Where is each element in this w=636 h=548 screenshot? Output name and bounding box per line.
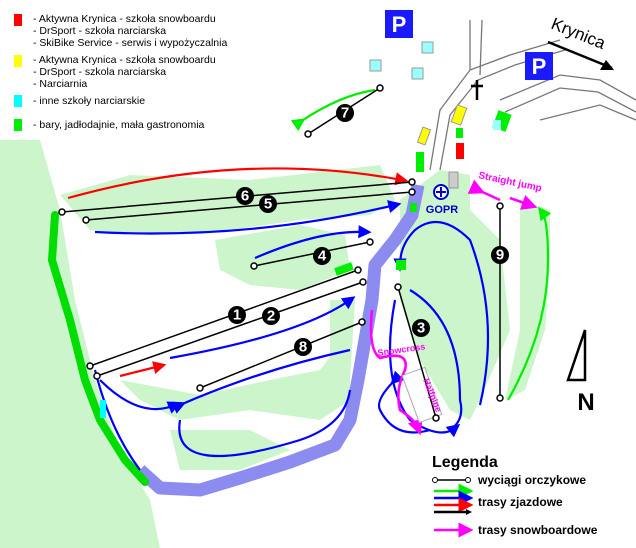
svg-text:- Narciarnia: - Narciarnia bbox=[33, 78, 87, 90]
svg-text:- SkiBike Service - serwis i w: - SkiBike Service - serwis i wypożyczaln… bbox=[33, 37, 227, 49]
parking-sign: P bbox=[525, 52, 553, 80]
lift-number: 8 bbox=[299, 339, 307, 356]
snowcross-run bbox=[369, 309, 423, 436]
lift-9-badge[interactable]: 9 bbox=[491, 246, 509, 264]
lift-number: 5 bbox=[264, 196, 272, 213]
run-blue bbox=[94, 200, 402, 235]
arrow-icon bbox=[547, 40, 613, 70]
forest-edge bbox=[47, 211, 149, 486]
lift-1-badge[interactable]: 1 bbox=[228, 306, 246, 324]
run-blue bbox=[178, 389, 352, 458]
svg-text:N: N bbox=[577, 389, 594, 416]
lift-5-badge[interactable]: 5 bbox=[259, 195, 277, 213]
lift-8-badge[interactable]: 8 bbox=[294, 338, 312, 356]
straight-jump bbox=[467, 179, 501, 202]
lift-number: 6 bbox=[241, 188, 249, 205]
run-red bbox=[67, 167, 409, 200]
lift-6-badge[interactable]: 6 bbox=[236, 187, 254, 205]
gopr-rescue: GOPR bbox=[426, 184, 458, 216]
lift-number: 7 bbox=[341, 105, 349, 122]
run-blue bbox=[99, 379, 182, 414]
poi-markers bbox=[100, 41, 512, 418]
north-compass: N bbox=[566, 329, 595, 416]
lift-number: 4 bbox=[318, 248, 327, 265]
legend-title: Legenda bbox=[432, 454, 498, 471]
svg-text:trasy snowboardowe: trasy snowboardowe bbox=[478, 523, 598, 537]
run-green bbox=[290, 88, 376, 132]
lift-2-badge[interactable]: 2 bbox=[262, 307, 280, 325]
run-blue bbox=[169, 296, 356, 360]
parking-sign: P bbox=[385, 10, 413, 38]
map-legend: Legenda wyciągi orczykowe trasy zjazdowe… bbox=[432, 454, 598, 538]
svg-text:- bary, jadłodajnie, mała gast: - bary, jadłodajnie, mała gastronomia bbox=[33, 119, 205, 131]
run-red-short bbox=[119, 361, 167, 378]
lift-7-badge[interactable]: 7 bbox=[336, 104, 354, 122]
run-blue bbox=[409, 289, 463, 431]
run-blue bbox=[254, 225, 372, 260]
church-cross-icon bbox=[471, 80, 483, 100]
svg-text:wyciągi orczykowe: wyciągi orczykowe bbox=[477, 473, 586, 487]
svg-text:- DrSport - szkoła narciarska: - DrSport - szkoła narciarska bbox=[33, 25, 166, 37]
svg-text:- DrSport - szkola narciarska: - DrSport - szkola narciarska bbox=[33, 66, 166, 78]
run-blue bbox=[93, 369, 141, 471]
lift-number: 2 bbox=[267, 308, 275, 325]
lift-number: 9 bbox=[496, 247, 504, 264]
halfpipe-area bbox=[401, 366, 443, 424]
lift-number: 1 bbox=[233, 307, 241, 324]
poi-legend: - Aktywna Krynica - szkoła snowboardu - … bbox=[14, 13, 227, 131]
svg-text:- Aktywna Krynica - szkoła sno: - Aktywna Krynica - szkoła snowboardu bbox=[33, 13, 216, 25]
svg-text:- Aktywna Krynica - szkoła sno: - Aktywna Krynica - szkoła snowboardu bbox=[33, 54, 216, 66]
svg-text:P: P bbox=[392, 12, 407, 37]
lift-4-badge[interactable]: 4 bbox=[313, 247, 331, 265]
ski-runs bbox=[67, 88, 552, 471]
straight-jump bbox=[509, 195, 538, 210]
run-blue bbox=[393, 220, 490, 406]
svg-text:GOPR: GOPR bbox=[426, 204, 458, 216]
svg-text:trasy zjazdowe: trasy zjazdowe bbox=[478, 495, 563, 509]
run-green bbox=[507, 206, 552, 401]
straight-jump-label: Straight jump bbox=[477, 170, 542, 194]
svg-text:P: P bbox=[532, 54, 547, 79]
lift-3-badge[interactable]: 3 bbox=[412, 319, 430, 337]
town-label: Krynica bbox=[549, 14, 609, 53]
lift-number-badges: 1 2 3 4 5 6 7 8 9 bbox=[228, 104, 509, 356]
river bbox=[135, 183, 425, 497]
run-blue bbox=[171, 348, 351, 414]
svg-text:- inne szkoły narciarskie: - inne szkoły narciarskie bbox=[33, 95, 145, 107]
lift-number: 3 bbox=[417, 320, 425, 337]
